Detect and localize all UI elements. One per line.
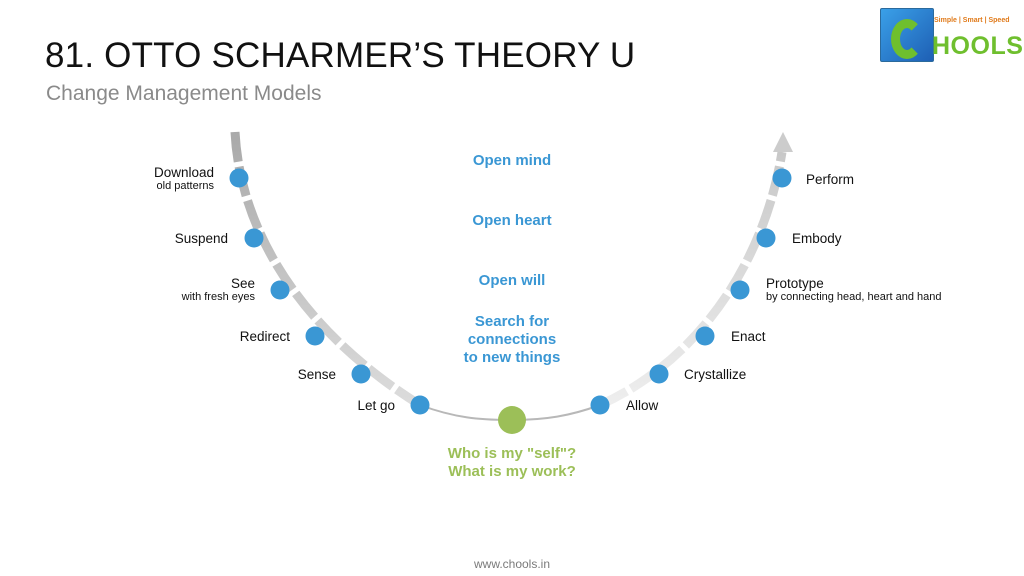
step-redirect: Redirect bbox=[239, 329, 290, 344]
step-label: Download bbox=[153, 165, 214, 180]
step-embody: Embody bbox=[792, 231, 842, 246]
step-sublabel: with fresh eyes bbox=[181, 291, 255, 303]
footer-url[interactable]: www.chools.in bbox=[473, 557, 551, 571]
self-question-line: Who is my "self"? bbox=[447, 445, 577, 462]
left-step-node bbox=[410, 395, 430, 415]
right-step-node bbox=[649, 364, 669, 384]
right-step-node bbox=[590, 395, 610, 415]
self-node bbox=[498, 406, 526, 434]
left-step-node bbox=[229, 168, 249, 188]
logo-tagline: Simple | Smart | Speed bbox=[934, 17, 1010, 24]
step-see: See with fresh eyes bbox=[150, 276, 255, 304]
page-subtitle: Change Management Models bbox=[46, 82, 322, 105]
left-step-node bbox=[351, 364, 371, 384]
right-step-node bbox=[756, 228, 776, 248]
step-sublabel: old patterns bbox=[156, 180, 214, 192]
right-step-node bbox=[695, 326, 715, 346]
page-title: 81. OTTO SCHARMER’S THEORY U bbox=[45, 36, 636, 75]
search-line: Search for bbox=[474, 313, 550, 330]
open-mind-label: Open mind bbox=[472, 152, 552, 169]
step-prototype: Prototype by connecting head, heart and … bbox=[766, 276, 942, 304]
u-curve-right bbox=[598, 151, 787, 410]
step-suspend: Suspend bbox=[174, 231, 228, 246]
step-allow: Allow bbox=[626, 398, 659, 413]
left-step-node bbox=[305, 326, 325, 346]
chools-logo[interactable]: Simple | Smart | Speed HOOLS bbox=[880, 8, 1023, 62]
open-heart-label: Open heart bbox=[472, 212, 552, 229]
self-question-line: What is my work? bbox=[448, 463, 576, 480]
step-perform: Perform bbox=[806, 172, 855, 187]
search-connections-label: Search for connections to new things bbox=[412, 313, 612, 367]
search-line: to new things bbox=[463, 349, 561, 366]
step-sense: Sense bbox=[297, 367, 336, 382]
right-step-node bbox=[730, 280, 750, 300]
logo-wordmark: HOOLS bbox=[932, 32, 1024, 60]
step-let-go: Let go bbox=[357, 398, 395, 413]
step-label: See bbox=[230, 276, 255, 291]
search-line: connections bbox=[467, 331, 557, 348]
step-download: Download old patterns bbox=[140, 165, 214, 193]
step-crystallize: Crystallize bbox=[684, 367, 747, 382]
right-step-node bbox=[772, 168, 792, 188]
self-question-label: Who is my "self"? What is my work? bbox=[412, 445, 612, 481]
step-enact: Enact bbox=[731, 329, 766, 344]
step-label: Prototype bbox=[766, 276, 824, 291]
left-step-node bbox=[270, 280, 290, 300]
open-will-label: Open will bbox=[478, 272, 546, 289]
left-step-node bbox=[244, 228, 264, 248]
u-curve-left bbox=[230, 131, 423, 409]
logo-mark-icon bbox=[880, 8, 934, 62]
step-sublabel: by connecting head, heart and hand bbox=[766, 291, 942, 303]
up-arrow-icon bbox=[773, 132, 793, 152]
